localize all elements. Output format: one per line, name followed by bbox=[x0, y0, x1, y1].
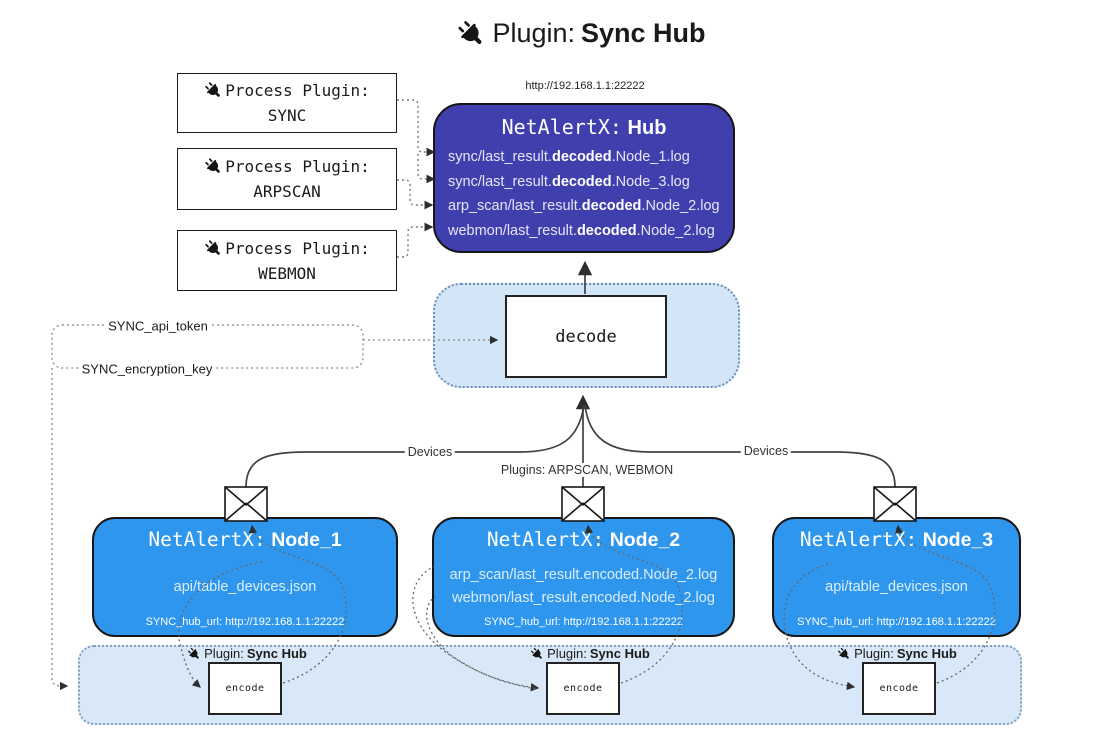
node-hub-url: SYNC_hub_url: http://192.168.1.1:22222 bbox=[797, 616, 996, 628]
node-hub-url: SYNC_hub_url: http://192.168.1.1:22222 bbox=[145, 616, 345, 628]
plug-icon bbox=[187, 646, 202, 661]
edge-label-devices-left: Devices bbox=[404, 445, 456, 459]
node-file: arp_scan/last_result.encoded.Node_2.log bbox=[449, 567, 718, 583]
hub-url-label: http://192.168.1.1:22222 bbox=[525, 80, 645, 92]
plug-icon bbox=[204, 157, 224, 176]
hub-log-line: sync/last_result.decoded.Node_3.log bbox=[448, 173, 690, 190]
process-plugin-name: WEBMON bbox=[258, 263, 316, 283]
decode-step: decode bbox=[505, 295, 667, 378]
plug-icon bbox=[456, 18, 487, 49]
process-plugin-sync: Process Plugin: SYNC bbox=[177, 73, 397, 133]
sync-encryption-key-label: SYNC_encryption_key bbox=[78, 361, 216, 377]
sync-api-token-label: SYNC_api_token bbox=[105, 318, 211, 334]
process-plugin-arpscan: Process Plugin: ARPSCAN bbox=[177, 148, 397, 210]
envelope-icons bbox=[224, 486, 917, 522]
hub-log-line: webmon/last_result.decoded.Node_2.log bbox=[448, 222, 715, 239]
process-plugin-name: SYNC bbox=[267, 106, 307, 125]
edge-config-to-band bbox=[51, 368, 69, 691]
node-title: NetAlertX: Node_3 bbox=[799, 528, 994, 551]
band-plugin-label: Plugin: Sync Hub bbox=[837, 646, 957, 661]
node-2: NetAlertX: Node_2 arp_scan/last_result.e… bbox=[432, 517, 735, 637]
edge-label-devices-right: Devices bbox=[740, 444, 792, 458]
node-title: NetAlertX: Node_1 bbox=[148, 528, 342, 551]
process-plugin-name: ARPSCAN bbox=[253, 182, 321, 201]
node-hub-url: SYNC_hub_url: http://192.168.1.1:22222 bbox=[484, 616, 683, 628]
edge-label-plugins: Plugins: ARPSCAN, WEBMON bbox=[497, 463, 677, 477]
process-plugin-label: Process Plugin: bbox=[225, 238, 370, 258]
encode-step: encode bbox=[862, 662, 936, 715]
encode-step: encode bbox=[208, 662, 282, 715]
hub-title-prefix: NetAlertX: bbox=[501, 115, 622, 139]
envelope-icon bbox=[561, 486, 605, 522]
node-file: api/table_devices.json bbox=[173, 578, 317, 595]
hub-log-list: sync/last_result.decoded.Node_1.log sync… bbox=[435, 145, 733, 243]
title-name: Sync Hub bbox=[581, 18, 706, 48]
node-title: NetAlertX: Node_2 bbox=[486, 528, 681, 551]
node-3: NetAlertX: Node_3 api/table_devices.json… bbox=[772, 517, 1021, 637]
hub-node: NetAlertX: Hub sync/last_result.decoded.… bbox=[433, 103, 735, 253]
band-plugin-label: Plugin: Sync Hub bbox=[530, 646, 650, 661]
hub-title: NetAlertX: Hub bbox=[435, 115, 733, 140]
page-title: Plugin: Sync Hub bbox=[456, 18, 706, 49]
node-file: webmon/last_result.encoded.Node_2.log bbox=[452, 590, 715, 606]
band-plugin-label: Plugin: Sync Hub bbox=[187, 646, 307, 661]
plug-icon bbox=[837, 646, 852, 661]
title-prefix: Plugin: bbox=[492, 18, 576, 48]
process-plugin-label: Process Plugin: bbox=[225, 157, 370, 176]
hub-title-name: Hub bbox=[627, 117, 667, 139]
encode-step: encode bbox=[546, 662, 620, 715]
plugin-hub-connectors bbox=[397, 99, 436, 258]
plug-icon bbox=[204, 81, 224, 100]
process-plugin-webmon: Process Plugin: WEBMON bbox=[177, 230, 397, 291]
node-1: NetAlertX: Node_1 api/table_devices.json… bbox=[92, 517, 398, 637]
hub-log-line: sync/last_result.decoded.Node_1.log bbox=[448, 149, 690, 165]
hub-log-line: arp_scan/last_result.decoded.Node_2.log bbox=[448, 198, 720, 214]
plug-icon bbox=[204, 238, 224, 258]
envelope-icon bbox=[224, 486, 268, 522]
plug-icon bbox=[530, 646, 545, 661]
process-plugin-label: Process Plugin: bbox=[225, 81, 370, 100]
node-file: api/table_devices.json bbox=[825, 578, 968, 595]
envelope-icon bbox=[873, 486, 917, 522]
